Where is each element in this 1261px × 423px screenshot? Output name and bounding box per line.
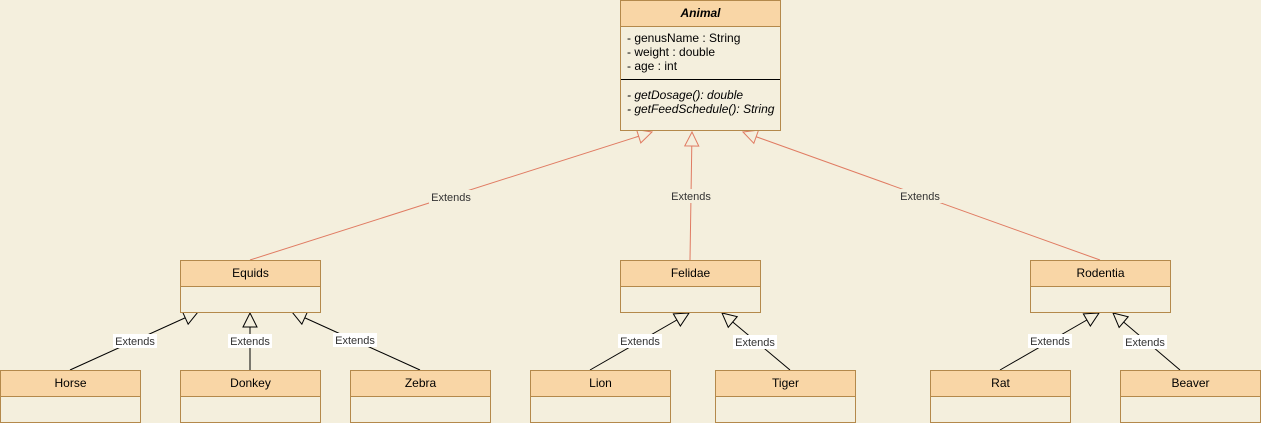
class-rodentia[interactable]: Rodentia: [1030, 260, 1171, 313]
class-felidae[interactable]: Felidae: [620, 260, 761, 313]
class-donkey[interactable]: Donkey: [180, 370, 321, 423]
class-name: Horse: [1, 371, 140, 397]
class-equids[interactable]: Equids: [180, 260, 321, 313]
attributes-section: - genusName : String - weight : double -…: [621, 27, 780, 80]
class-name: Beaver: [1121, 371, 1260, 397]
class-name: Rat: [931, 371, 1070, 397]
edge-label: Extends: [1030, 336, 1070, 348]
class-animal[interactable]: Animal - genusName : String - weight : d…: [620, 0, 781, 131]
edge-label: Extends: [900, 191, 940, 203]
class-name: Felidae: [621, 261, 760, 287]
class-name: Animal: [621, 1, 780, 27]
class-zebra[interactable]: Zebra: [350, 370, 491, 423]
operations-section: - getDosage(): double - getFeedSchedule(…: [621, 80, 780, 116]
class-beaver[interactable]: Beaver: [1120, 370, 1261, 423]
edge-label: Extends: [671, 191, 711, 203]
operation: - getDosage(): double: [627, 88, 744, 102]
attribute: - weight : double: [627, 45, 716, 59]
edge-label: Extends: [230, 336, 270, 348]
attribute: - genusName : String: [627, 31, 741, 45]
class-lion[interactable]: Lion: [530, 370, 671, 423]
edge-label: Extends: [115, 336, 155, 348]
edge-label: Extends: [620, 336, 660, 348]
class-name: Rodentia: [1031, 261, 1170, 287]
class-name: Lion: [531, 371, 670, 397]
edge-labels: Extends Extends Extends Extends Extends …: [113, 189, 1167, 349]
class-tiger[interactable]: Tiger: [715, 370, 856, 423]
edge-label: Extends: [431, 192, 471, 204]
attribute: - age : int: [627, 59, 678, 73]
edge-label: Extends: [735, 337, 775, 349]
class-rat[interactable]: Rat: [930, 370, 1071, 423]
class-name: Tiger: [716, 371, 855, 397]
class-name: Equids: [181, 261, 320, 287]
class-name: Donkey: [181, 371, 320, 397]
edge-label: Extends: [1125, 337, 1165, 349]
class-horse[interactable]: Horse: [0, 370, 141, 423]
edge-label: Extends: [335, 335, 375, 347]
class-name: Zebra: [351, 371, 490, 397]
operation: - getFeedSchedule(): String: [627, 102, 775, 116]
